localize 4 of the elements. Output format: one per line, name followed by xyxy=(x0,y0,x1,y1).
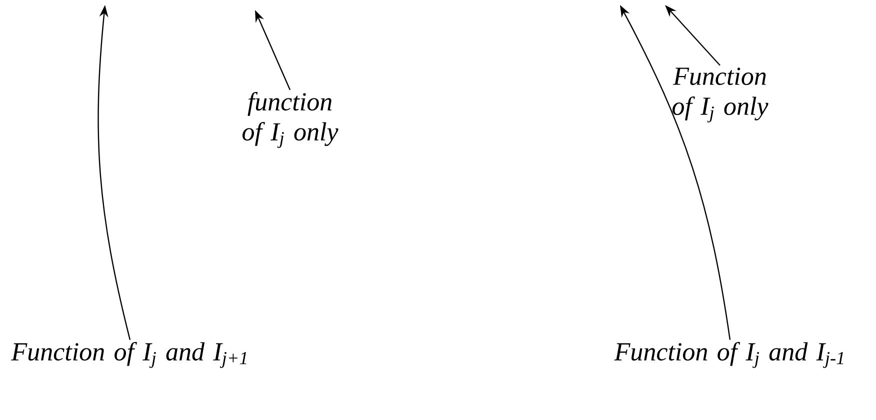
handwritten-note: Function of I$_{j}$ and I$_{j-1}$ xyxy=(614,342,844,368)
handwritten-note: Function of I$_{j}$ and I$_{j+1}$ xyxy=(11,342,246,368)
handwritten-note: function of I$_{j}$ only xyxy=(242,92,338,148)
handwritten-note: Function of I$_{j}$ only xyxy=(672,68,768,122)
